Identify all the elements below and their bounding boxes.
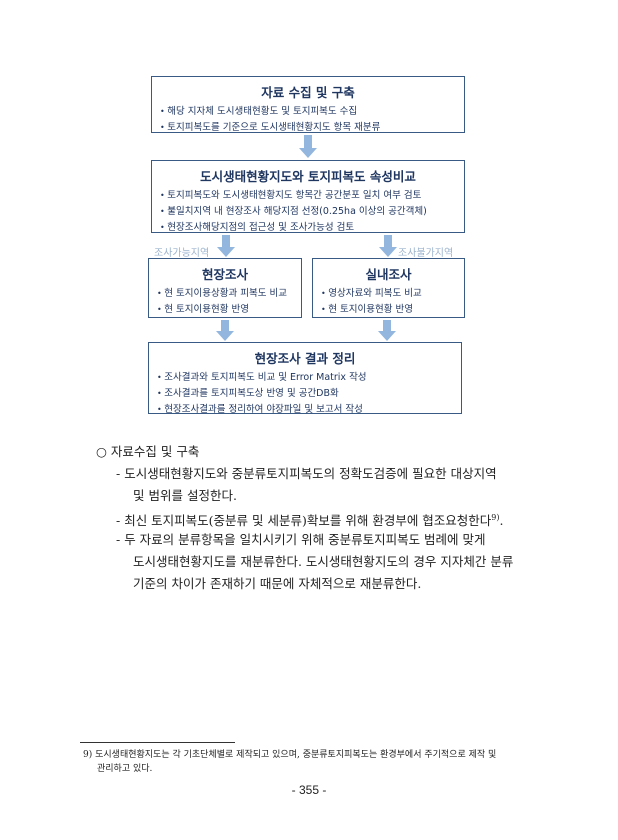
page-number: - 355 - (291, 783, 327, 797)
footnote-divider (80, 742, 235, 743)
flow-box-indoor-survey: 실내조사 영상자료와 피복도 비교 현 토지이용현황 반영 (312, 258, 465, 318)
body-text: - 최신 토지피복도(중분류 및 세분류)확보를 위해 환경부에 협조요청한다 (116, 513, 492, 529)
box-item: 토지피복도와 도시생태현황지도 항목간 공간분포 일치 여부 검토 (152, 188, 464, 204)
body-line: 기준의 차이가 존재하기 때문에 자체적으로 재분류한다. (133, 576, 422, 591)
box-item: 영상자료와 피복도 비교 (313, 286, 464, 302)
box-title: 현장조사 결과 정리 (254, 351, 356, 366)
box-item: 조사결과와 토지피복도 비교 및 Error Matrix 작성 (149, 370, 461, 386)
box-item: 해당 지자체 도시생태현황도 및 토지피복도 수집 (152, 104, 464, 120)
box-item: 현장조사해당지점의 접근성 및 조사가능성 검토 (152, 220, 464, 236)
box-title: 실내조사 (365, 267, 412, 282)
box-title: 도시생태현황지도와 토지피복도 속성비교 (200, 169, 416, 184)
label-survey-possible: 조사가능지역 (154, 248, 210, 259)
body-line: 도시생태현황지도를 재분류한다. 도시생태현황지도의 경우 지자체간 분류 (133, 554, 514, 569)
box-item: 현 토지이용상황과 피복도 비교 (149, 286, 301, 302)
label-survey-impossible: 조사불가지역 (398, 248, 454, 259)
body-text: . (499, 513, 504, 529)
section-heading: ○ 자료수집 및 구축 (96, 444, 200, 459)
flow-box-attribute-comparison: 도시생태현황지도와 토지피복도 속성비교 토지피복도와 도시생태현황지도 항목간… (151, 160, 465, 233)
box-item: 현 토지이용현황 반영 (313, 302, 464, 318)
flow-box-data-collection: 자료 수집 및 구축 해당 지자체 도시생태현황도 및 토지피복도 수집 토지피… (151, 76, 465, 133)
flow-box-results: 현장조사 결과 정리 조사결과와 토지피복도 비교 및 Error Matrix… (148, 342, 462, 415)
body-line: - 도시생태현황지도와 중분류토지피복도의 정확도검증에 필요한 대상지역 (116, 466, 497, 481)
flow-box-field-survey: 현장조사 현 토지이용상황과 피복도 비교 현 토지이용현황 반영 (148, 258, 302, 318)
box-item: 불일치지역 내 현장조사 해당지점 선정(0.25ha 이상의 공간객체) (152, 204, 464, 220)
box-item: 조사결과를 토지피복도상 반영 및 공간DB화 (149, 386, 461, 402)
body-line: - 두 자료의 분류항목을 일치시키기 위해 중분류토지피복도 범례에 맞게 (116, 532, 486, 547)
body-line: 및 범위를 설정한다. (133, 488, 237, 503)
box-title: 자료 수집 및 구축 (261, 85, 355, 100)
footnote-line: 관리하고 있다. (97, 764, 153, 774)
box-item: 현장조사결과를 정리하여 야장파일 및 보고서 작성 (149, 402, 461, 418)
box-item: 현 토지이용현황 반영 (149, 302, 301, 318)
box-title: 현장조사 (201, 267, 248, 282)
footnote-ref[interactable]: 9) (491, 513, 500, 522)
footnote-line: 9) 도시생태현황지도는 각 기초단체별로 제작되고 있으며, 중분류토지피복도… (83, 750, 497, 760)
box-item: 토지피복도를 기준으로 도시생태현황지도 항목 재분류 (152, 120, 464, 136)
body-line: - 최신 토지피복도(중분류 및 세분류)확보를 위해 환경부에 협조요청한다9… (116, 507, 504, 532)
